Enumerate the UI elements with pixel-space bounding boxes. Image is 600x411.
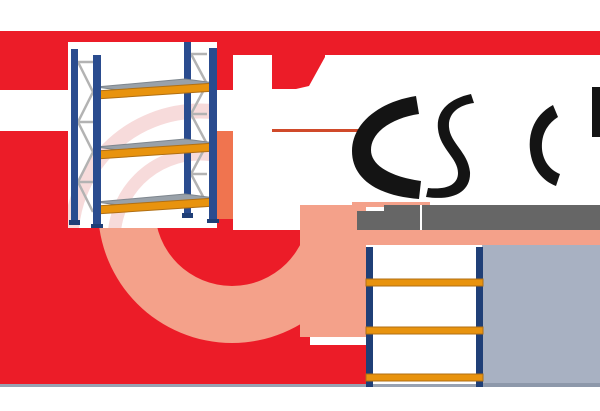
rack-bay (366, 247, 483, 384)
tagline-underline-band (352, 230, 600, 245)
upright-front-left (93, 55, 101, 227)
used-pallet-rack-illustration (365, 247, 484, 387)
swoosh-arc-outer (68, 103, 217, 228)
swoosh-arc-inner (108, 147, 217, 228)
rack-beam-2 (365, 326, 484, 335)
frame-bracing-right (189, 52, 209, 205)
wordmark-fragment-2 (426, 94, 474, 198)
title-underline (272, 129, 365, 132)
red-letter-fragment (272, 48, 325, 89)
rack-beam-1 (365, 278, 484, 287)
tagline-accent-top (352, 202, 430, 207)
rack-upright-left (366, 247, 373, 387)
arrow-tail-strip (217, 131, 233, 219)
tagline-bar-gap (420, 205, 422, 230)
wordmark-fragment-4 (592, 87, 600, 137)
floor-line (0, 384, 600, 387)
wordmark-fragment-3 (529, 105, 560, 186)
rack-foot-4 (207, 219, 219, 223)
rack-beam-3 (365, 373, 484, 382)
rack-foot-1 (69, 220, 80, 225)
upright-front-right (209, 48, 217, 221)
circular-arrow-head (300, 205, 366, 337)
upright-back-left (71, 49, 78, 222)
rack-foot-3 (182, 213, 193, 218)
slate-backdrop-panel (482, 245, 600, 385)
new-pallet-rack-illustration (68, 42, 219, 228)
upright-back-right (184, 42, 191, 215)
wordmark-fragment-1 (352, 96, 421, 199)
tagline-bar (357, 205, 600, 230)
rack-upright-right (476, 247, 483, 387)
slate-backdrop-edge (482, 383, 600, 387)
circular-arrow-ring (98, 209, 366, 343)
frame-bracing-left (76, 60, 95, 213)
rack-foot-2 (91, 224, 103, 228)
